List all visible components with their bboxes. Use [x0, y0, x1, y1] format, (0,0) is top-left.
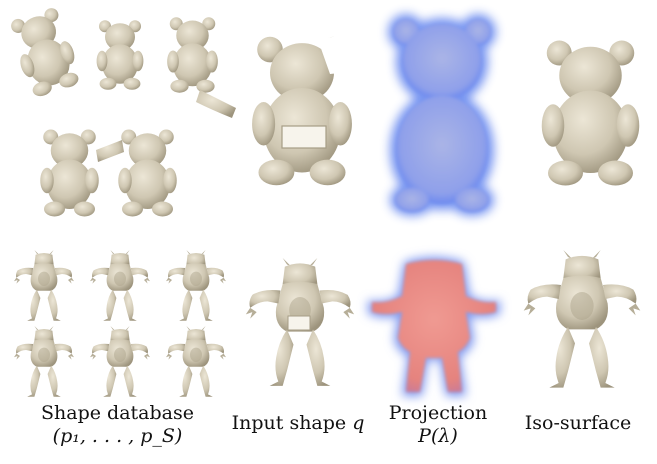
- caption-isosurface: Iso-surface: [508, 412, 648, 435]
- teddy-pose-4: [40, 129, 99, 217]
- teddy-pose-3-leg: [196, 90, 236, 118]
- armadillo-input-panel: [245, 258, 355, 386]
- caption-shape-database-line2: (p₁, . . . , p_S): [52, 425, 183, 447]
- armadillo-pose-3: [166, 250, 226, 321]
- teddy-input-panel: [252, 34, 352, 186]
- teddy-pose-2: [96, 20, 144, 90]
- teddy-pose-4-arm: [96, 140, 124, 162]
- teddy-isosurface-shape: [541, 40, 640, 186]
- caption-projection-line2: P(λ): [418, 425, 458, 447]
- caption-shape-database-line1: Shape database: [41, 402, 194, 424]
- caption-input-shape-var: q: [352, 412, 365, 434]
- armadillo-pose-1: [14, 250, 74, 321]
- armadillo-pose-2: [90, 250, 150, 321]
- caption-projection-line1: Projection: [388, 402, 488, 424]
- caption-projection: Projection P(λ): [368, 402, 508, 448]
- armadillo-projection-panel: [368, 257, 500, 396]
- armadillo-pose-4: [14, 326, 74, 397]
- teddy-projection-panel: [388, 14, 496, 216]
- missing-region-hole: [281, 125, 327, 149]
- teddy-pose-5: [118, 129, 177, 217]
- teddy-pose-1: [6, 5, 84, 100]
- teddy-database-panel: [6, 5, 236, 217]
- caption-isosurface-text: Iso-surface: [524, 412, 632, 434]
- caption-input-shape-text: Input shape: [231, 412, 353, 434]
- teddy-isosurface-panel: [541, 40, 640, 186]
- armadillo-pose-5: [90, 326, 150, 397]
- armadillo-isosurface-shape: [523, 250, 641, 388]
- armadillo-database-panel: [14, 250, 226, 397]
- armadillo-missing-region: [287, 315, 311, 331]
- armadillo-pose-6: [166, 326, 226, 397]
- teddy-pose-3: [167, 17, 218, 93]
- armadillo-isosurface-panel: [523, 250, 641, 388]
- caption-input-shape: Input shape q: [228, 412, 368, 435]
- caption-shape-database: Shape database (p₁, . . . , p_S): [10, 402, 225, 448]
- missing-region-top: [318, 34, 350, 74]
